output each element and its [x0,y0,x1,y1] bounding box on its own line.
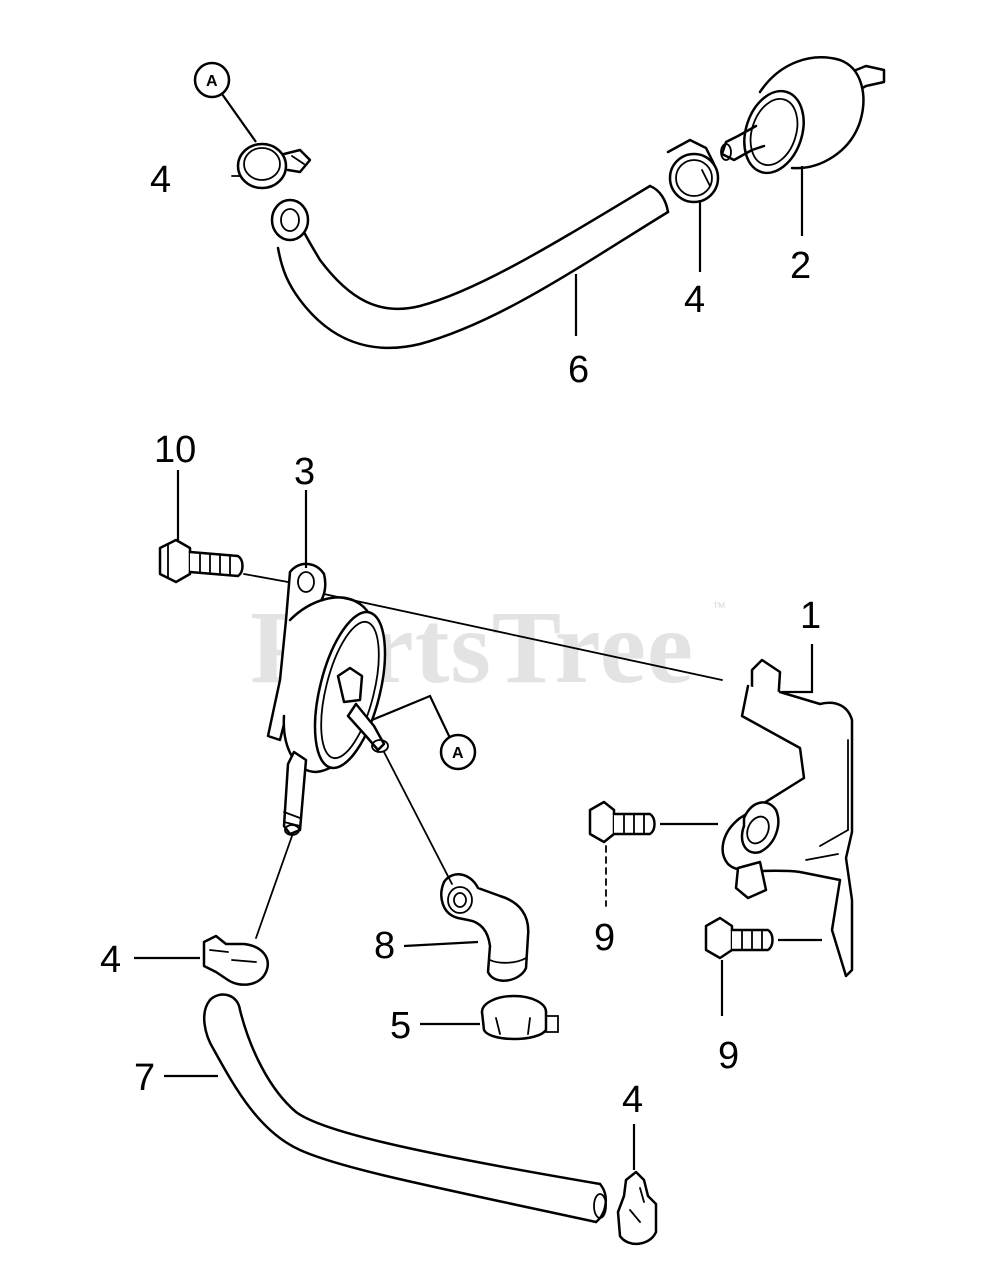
alignment-line [323,593,723,681]
mounting-bracket [721,658,854,978]
hose-elbow [440,873,530,982]
fuel-hose-lower [202,993,608,1224]
reference-marker-a-top: A [193,61,257,143]
flange-bolt-9-upper [588,800,656,844]
reference-marker-a-lower-letter: A [452,745,464,762]
flange-bolt-10 [158,538,244,584]
callout-9-lower: 9 [718,1035,739,1077]
flange-bolt-9-lower [704,916,774,960]
callout-4-top-left: 4 [150,159,171,201]
fuel-hose-top [270,184,670,350]
callout-4-bottom-right: 4 [622,1079,643,1121]
bolt-10-axis-line [243,573,289,583]
callout-10: 10 [154,429,196,471]
elbow-axis-line [383,751,453,885]
callout-6: 6 [568,349,589,391]
callout-4-mid-left: 4 [100,939,121,981]
reference-marker-a-top-letter: A [206,73,218,90]
fuel-filter [720,56,886,175]
fuel-pump [266,562,389,836]
callout-3: 3 [294,451,315,493]
callout-9-upper: 9 [594,917,615,959]
hose-clamp-5 [480,994,559,1041]
reference-marker-a-lower: A [371,694,477,771]
callout-5: 5 [390,1005,411,1047]
callout-8: 8 [374,925,395,967]
hose-clamp-top-left [231,142,312,190]
clamp-axis-line [255,835,293,939]
hose-clamp-mid-left [202,934,269,986]
leader-1 [782,644,814,694]
callout-1: 1 [800,595,821,637]
leader-8 [403,940,479,948]
hose-clamp-top-right [666,138,720,204]
hose-clamp-bottom-right [616,1170,658,1245]
callout-7: 7 [134,1057,155,1099]
callout-4-top-right: 4 [684,279,705,321]
watermark-trademark: ™ [712,599,726,615]
callout-2: 2 [790,245,811,287]
